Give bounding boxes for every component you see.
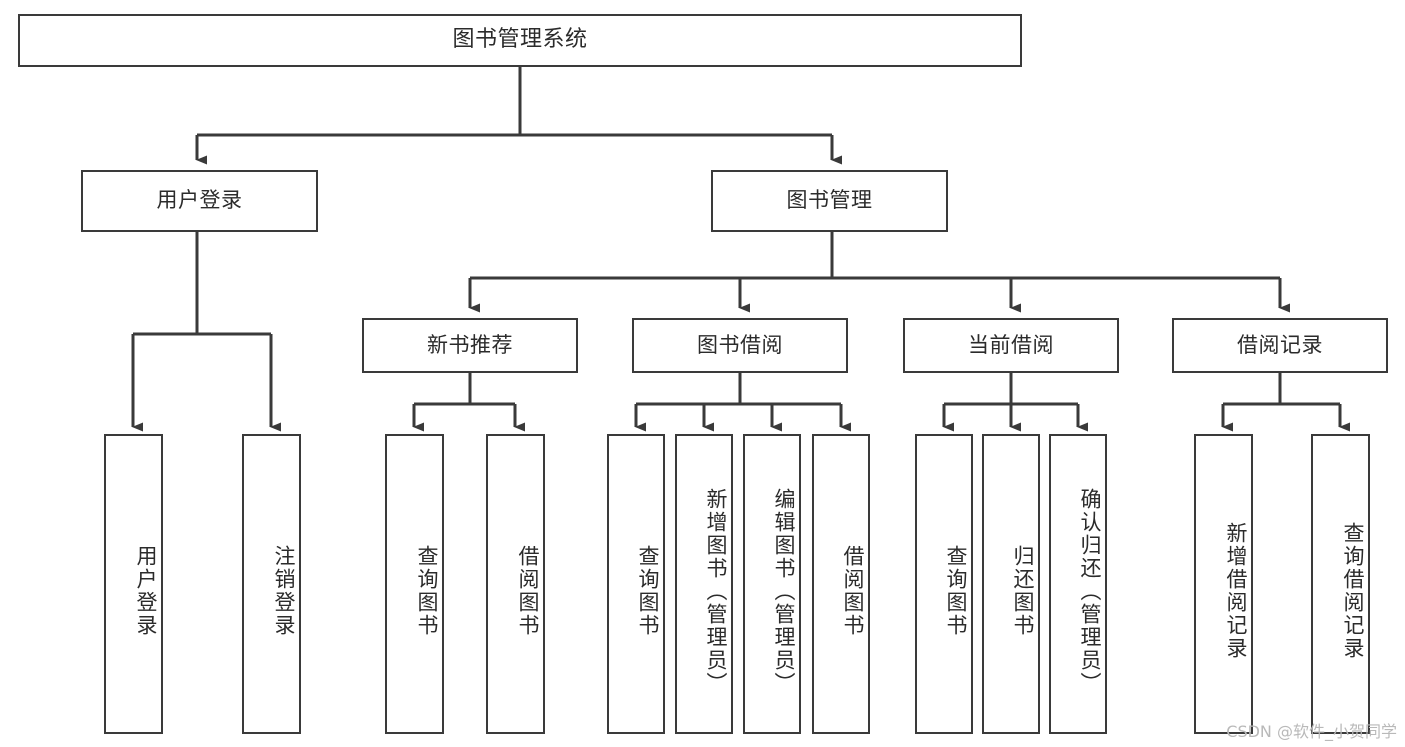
- node-label: 归还图书: [1011, 545, 1035, 637]
- node-label: 图书借阅: [697, 332, 783, 357]
- node-borrow-record[interactable]: 借阅记录: [1172, 318, 1388, 373]
- node-label: 新增图书（管理员）: [704, 487, 728, 695]
- leaf-current-return-book[interactable]: 归还图书: [982, 434, 1040, 734]
- node-label: 注销登录: [272, 545, 296, 637]
- node-book-borrow[interactable]: 图书借阅: [632, 318, 848, 373]
- node-user-login[interactable]: 用户登录: [81, 170, 318, 232]
- leaf-recommend-borrow-book[interactable]: 借阅图书: [486, 434, 545, 734]
- leaf-current-confirm-return-admin[interactable]: 确认归还（管理员）: [1049, 434, 1107, 734]
- leaf-borrow-borrow-book[interactable]: 借阅图书: [812, 434, 870, 734]
- leaf-current-query-book[interactable]: 查询图书: [915, 434, 973, 734]
- csdn-watermark: CSDN @软件_小贺同学: [1226, 722, 1397, 741]
- node-label: 图书管理: [786, 188, 873, 213]
- leaf-borrow-query-book[interactable]: 查询图书: [607, 434, 665, 734]
- node-label: 查询图书: [636, 545, 660, 637]
- node-label: 借阅图书: [841, 545, 865, 637]
- node-label: 借阅记录: [1237, 332, 1323, 357]
- leaf-borrow-edit-book-admin[interactable]: 编辑图书（管理员）: [743, 434, 801, 734]
- node-label: 借阅图书: [516, 545, 540, 637]
- node-new-book-recommend[interactable]: 新书推荐: [362, 318, 578, 373]
- leaf-user-login-logout[interactable]: 注销登录: [242, 434, 301, 734]
- node-label: 用户登录: [134, 545, 158, 637]
- node-label: 用户登录: [156, 188, 243, 213]
- node-label: 查询借阅记录: [1341, 522, 1365, 660]
- leaf-borrow-add-book-admin[interactable]: 新增图书（管理员）: [675, 434, 733, 734]
- node-book-management[interactable]: 图书管理: [711, 170, 948, 232]
- leaf-record-add-borrow-record[interactable]: 新增借阅记录: [1194, 434, 1253, 734]
- leaf-record-query-borrow-record[interactable]: 查询借阅记录: [1311, 434, 1370, 734]
- node-label: 新增借阅记录: [1224, 522, 1248, 660]
- node-current-borrow[interactable]: 当前借阅: [903, 318, 1119, 373]
- node-label: 图书管理系统: [452, 27, 588, 53]
- leaf-recommend-query-book[interactable]: 查询图书: [385, 434, 444, 734]
- node-label: 查询图书: [415, 545, 439, 637]
- node-root-book-management-system[interactable]: 图书管理系统: [18, 14, 1022, 67]
- node-label: 查询图书: [944, 545, 968, 637]
- node-label: 确认归还（管理员）: [1078, 487, 1102, 695]
- node-label: 新书推荐: [427, 332, 513, 357]
- leaf-user-login-login[interactable]: 用户登录: [104, 434, 163, 734]
- node-label: 当前借阅: [968, 332, 1054, 357]
- node-label: 编辑图书（管理员）: [772, 487, 796, 695]
